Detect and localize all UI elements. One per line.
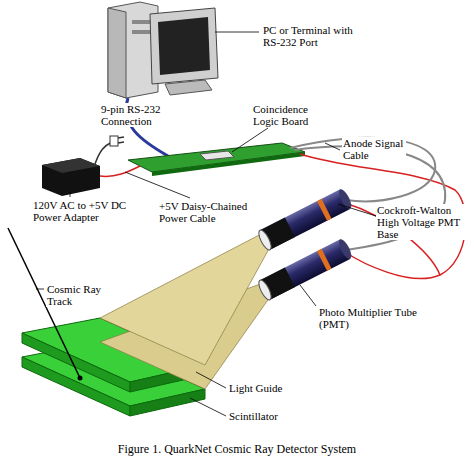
part-label: Scintillator [228, 410, 279, 422]
cable-label: Anode Signal Cable [342, 137, 406, 161]
device-label: PC or Terminal with RS-232 Port [262, 24, 364, 48]
board-label: Coincidence Logic Board [252, 103, 324, 127]
part-label: Light Guide [228, 382, 283, 394]
figure-caption: Figure 1. QuarkNet Cosmic Ray Detector S… [118, 442, 356, 457]
cable-label: 9-pin RS-232 Connection [100, 103, 174, 127]
track-label: Cosmic Ray Track [46, 283, 104, 307]
device-label: 120V AC to +5V DC Power Adapter [32, 199, 144, 223]
part-label: Cockroft-Walton High Voltage PMT Base [376, 204, 470, 240]
cable-label: +5V Daisy-Chained Power Cable [158, 200, 270, 224]
part-label: Photo Multiplier Tube (PMT) [318, 306, 420, 330]
